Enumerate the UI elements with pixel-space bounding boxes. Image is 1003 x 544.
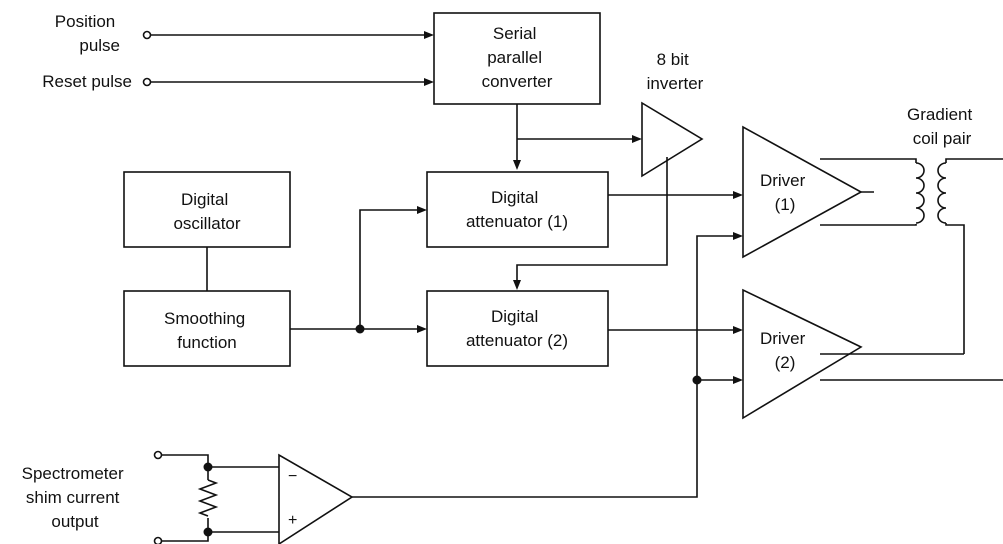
digital-attenuator-2-block [426,290,609,367]
driver-2-triangle [742,288,863,420]
digital-attenuator-1-block [426,171,609,248]
coil-2 [937,162,947,224]
attenuator1-to-driver1-arrow [733,191,743,199]
spectrometer-input-wires [162,454,279,542]
spectrometer-label: Spectrometer shim current output [22,464,129,531]
inverter-label: 8 bit inverter [647,50,704,93]
driver2-output-wire [820,353,1003,381]
gradient-coil-label: Gradient coil pair [907,105,977,148]
opamp-triangle [278,453,354,544]
inverter-triangle [641,101,704,178]
position-pulse-label: Position pulse [55,12,120,55]
reset-pulse-terminal [142,77,152,87]
spectrometer-terminal-bottom [153,536,163,544]
shunt-resistor [197,479,219,517]
serial-parallel-converter-label: Serial parallel converter [482,24,553,91]
attenuator2-to-driver2-arrow [733,326,743,334]
coil-1 [915,162,925,224]
smoothing-junction-dot [355,324,365,334]
converter-to-inverter-wire [516,104,636,160]
reset-pulse-label: Reset pulse [42,72,132,91]
opamp-to-driver2-arrow [733,376,743,384]
opamp-to-driver1-arrow [733,232,743,240]
spectrometer-terminal-top [153,450,163,460]
digital-attenuator-1-label: Digital attenuator (1) [466,188,568,231]
serial-parallel-converter-block [433,12,601,105]
converter-to-attenuator1-arrow [513,160,521,170]
resistor-junction-bottom [203,527,213,537]
smoothing-function-block [123,290,291,367]
position-pulse-terminal [142,30,152,40]
smoothing-output-wire [290,209,419,330]
driver-1-label: Driver (1) [760,171,810,214]
inverter-to-attenuator2-arrow [513,280,521,290]
inverter-to-attenuator2-wire [516,157,668,280]
reset-pulse-arrow [424,78,434,86]
driver1-to-coil-wire [820,158,917,226]
smoothing-to-attenuator1-arrow [417,206,427,214]
resistor-junction-top [203,462,213,472]
digital-oscillator-label: Digital oscillator [173,190,240,233]
smoothing-function-label: Smoothing function [164,309,250,352]
converter-to-inverter-arrow [632,135,642,143]
opamp-minus-sign: − [288,468,297,485]
opamp-plus-sign: + [288,512,297,529]
digital-oscillator-block [123,171,291,248]
digital-attenuator-2-label: Digital attenuator (2) [466,307,568,350]
driver-2-label: Driver (2) [760,329,810,372]
opamp-output-junction-dot [692,375,702,385]
position-pulse-arrow [424,31,434,39]
coil-2-leads [945,158,1003,354]
driver-1-triangle [742,125,863,259]
opamp-output-wire [352,235,735,498]
smoothing-to-attenuator2-arrow [417,325,427,333]
